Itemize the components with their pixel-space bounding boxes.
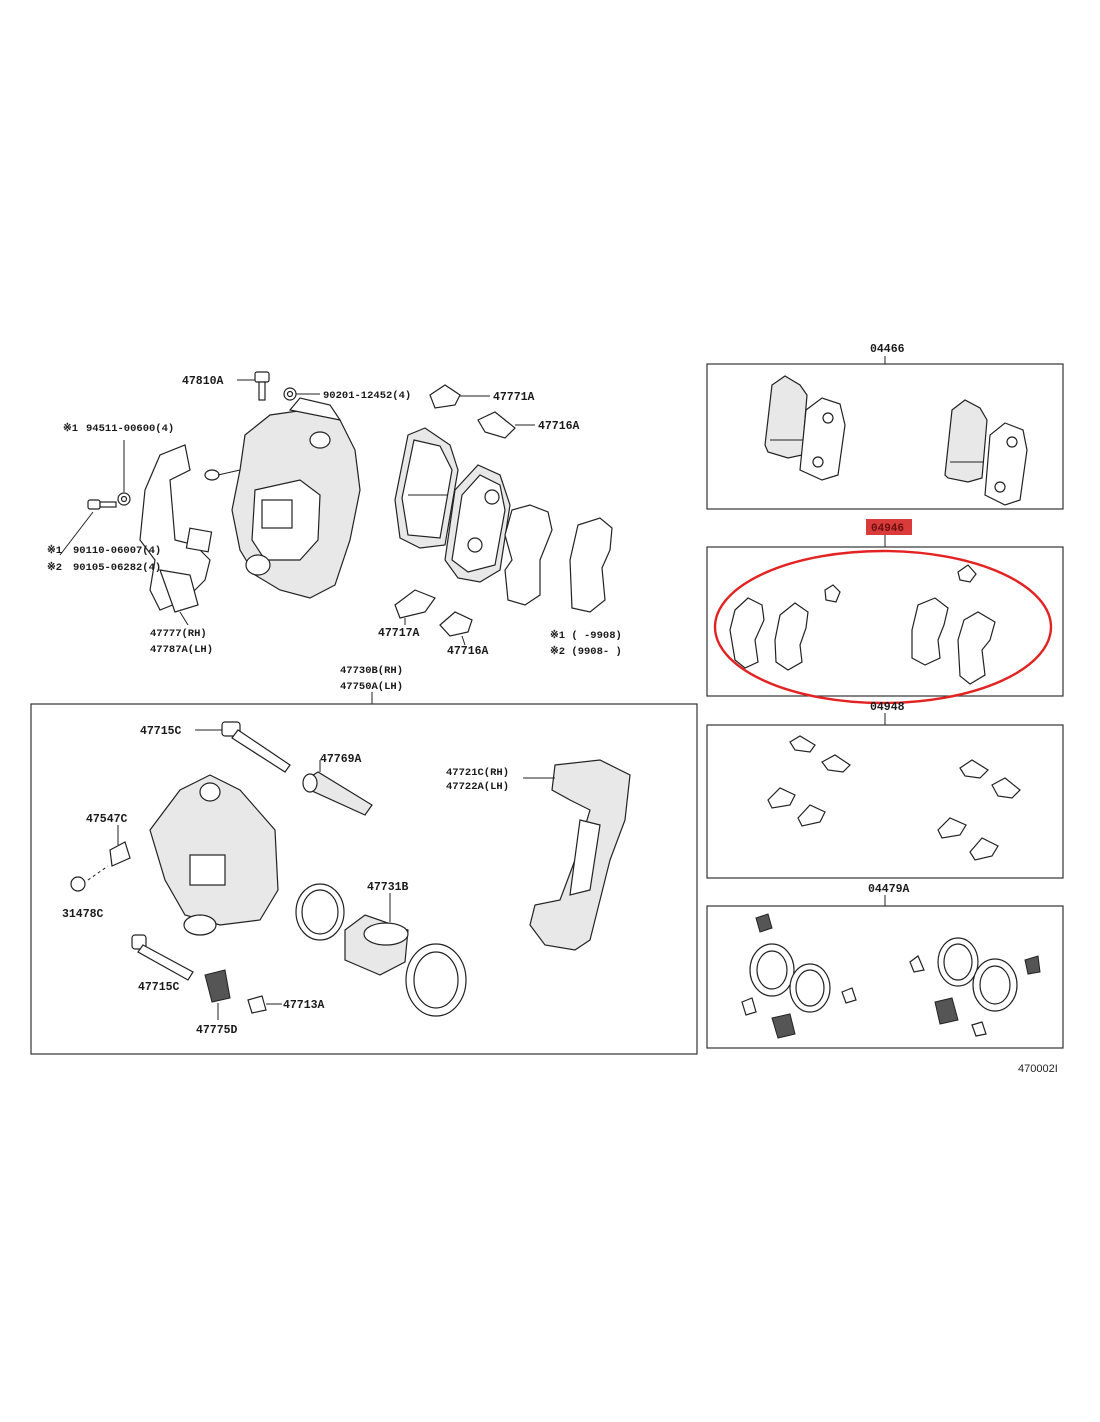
label-90201-12452: 90201-12452(4) (323, 390, 411, 402)
legend-note-1: ※1 ( -9908) (550, 629, 622, 642)
screws-illustration (59, 440, 131, 556)
diagram-reference-code: 470002I (1018, 1063, 1058, 1075)
kit-04479A-box (706, 905, 1064, 1049)
kit-04948-box (706, 724, 1064, 879)
label-47810A: 47810A (182, 375, 224, 388)
highlight-circle (713, 549, 1053, 705)
kit-label-04948: 04948 (870, 701, 905, 714)
label-47730B-rh: 47730B(RH) (340, 665, 403, 677)
kit-04946-shims-illustration (729, 564, 996, 685)
brake-pads-illustration (394, 427, 613, 613)
anti-squeal-shim-illustration (139, 444, 213, 626)
kit-label-04946: 04946 (871, 523, 904, 535)
note-mark-1-top: ※1 (63, 422, 78, 435)
label-47715C-top: 47715C (140, 725, 182, 738)
cylinder-assembly-box (30, 703, 698, 1055)
kit-04479A-seals-illustration (741, 913, 1041, 1039)
label-47722A-lh: 47722A(LH) (446, 781, 509, 793)
label-47731B: 47731B (367, 881, 409, 894)
label-47787A-lh: 47787A(LH) (150, 644, 213, 656)
label-47716A-bottom: 47716A (447, 645, 489, 658)
cylinder-assembly-illustration (70, 721, 631, 1020)
legend-note-2: ※2 (9908- ) (550, 645, 622, 658)
kit-label-04479A: 04479A (868, 883, 910, 896)
label-47715C-bottom: 47715C (138, 981, 180, 994)
label-47769A: 47769A (320, 753, 362, 766)
label-31478C: 31478C (62, 908, 104, 921)
kit-label-04466: 04466 (870, 343, 905, 356)
note-mark-2: ※2 (47, 561, 62, 574)
label-94511-00600: 94511-00600(4) (86, 423, 174, 435)
label-90110-06007: 90110-06007(4) (73, 545, 161, 557)
note-mark-1: ※1 (47, 544, 62, 557)
label-47777-rh: 47777(RH) (150, 628, 207, 640)
label-47721C-rh: 47721C(RH) (446, 767, 509, 779)
label-90105-06282: 90105-06282(4) (73, 562, 161, 574)
kit-04466-box (706, 363, 1064, 510)
label-47713A: 47713A (283, 999, 325, 1012)
label-47775D: 47775D (196, 1024, 238, 1037)
label-47750A-lh: 47750A(LH) (340, 681, 403, 693)
label-47717A: 47717A (378, 627, 420, 640)
label-47771A: 47771A (493, 391, 535, 404)
kit-04948-clips-illustration (767, 735, 1021, 861)
kit-label-04946-highlight (866, 519, 912, 535)
label-47716A-top: 47716A (538, 420, 580, 433)
label-47547C: 47547C (86, 813, 128, 826)
kit-04466-pads-illustration (764, 375, 1028, 506)
kit-04946-box (706, 546, 1064, 697)
pad-clips-illustration (394, 384, 535, 646)
caliper-assembly-illustration (204, 371, 361, 599)
